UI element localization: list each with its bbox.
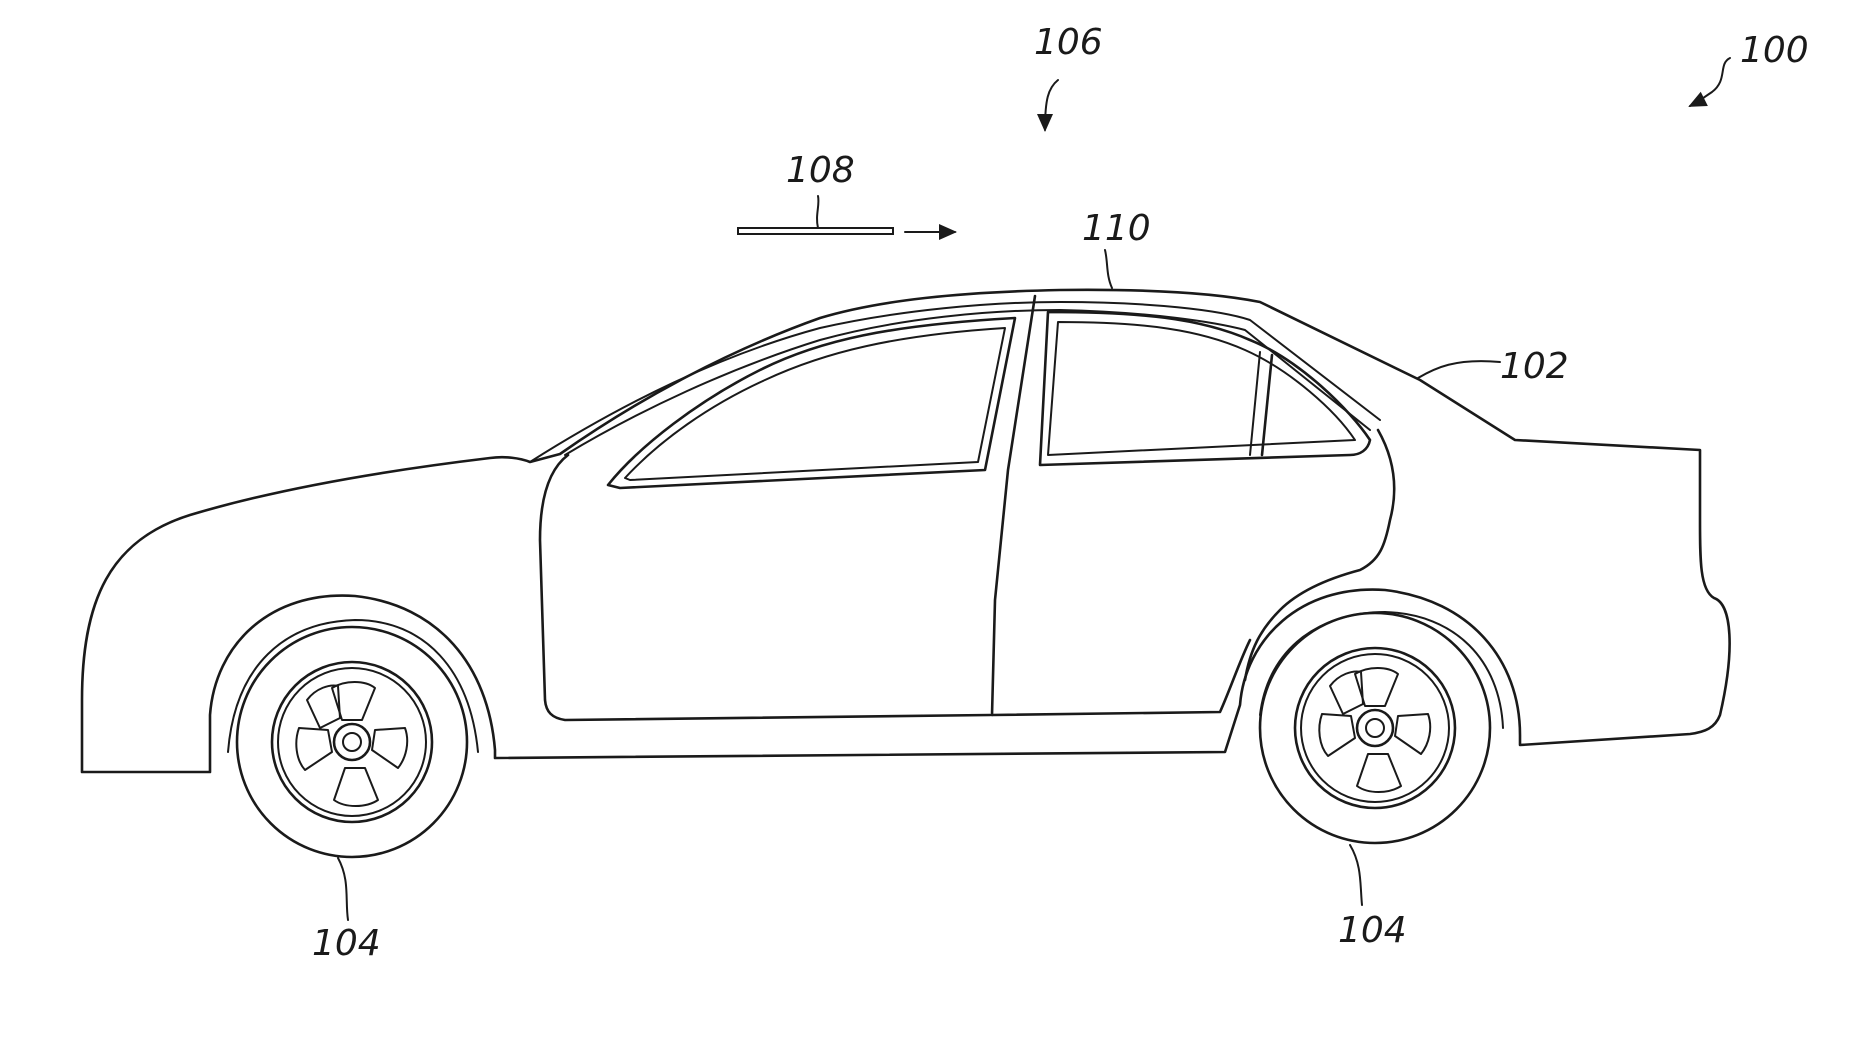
- rear-window-inner: [1047, 321, 1356, 456]
- leader-104-rear: [1349, 844, 1363, 906]
- rear-wheel: [1258, 611, 1492, 845]
- front-door-outline: [538, 453, 992, 722]
- label-104-rear: 104: [1338, 910, 1407, 951]
- front-window-inner: [624, 327, 1006, 481]
- label-100: 100: [1740, 30, 1809, 71]
- leader-100-arrow: [1688, 57, 1731, 107]
- rear-door-outline: [990, 638, 1252, 717]
- front-wheel: [235, 625, 469, 859]
- leader-108: [816, 195, 820, 229]
- leader-110: [1104, 249, 1113, 289]
- quarter-glass-divider: [1260, 353, 1274, 457]
- door-split-line: [990, 294, 1037, 717]
- roof-drip-line-inner: [564, 309, 1371, 456]
- body-lower-outline: [80, 288, 1731, 774]
- roof-drip-line: [529, 301, 1381, 463]
- label-104-front: 104: [312, 923, 381, 964]
- rear-window: [1038, 310, 1372, 467]
- rear-door-edge: [1243, 428, 1396, 682]
- leader-102: [1417, 360, 1501, 379]
- label-102: 102: [1500, 346, 1569, 387]
- quarter-glass-divider-inner: [1249, 351, 1261, 456]
- label-108: 108: [786, 150, 855, 191]
- element-108-bar: [737, 227, 894, 235]
- label-110: 110: [1082, 208, 1151, 249]
- vehicle-body: [80, 288, 1731, 774]
- front-arch-inner: [227, 619, 479, 753]
- leader-106-arrow: [1037, 79, 1059, 132]
- label-106: 106: [1034, 22, 1103, 63]
- front-window: [606, 316, 1017, 490]
- leader-104-front: [337, 857, 349, 921]
